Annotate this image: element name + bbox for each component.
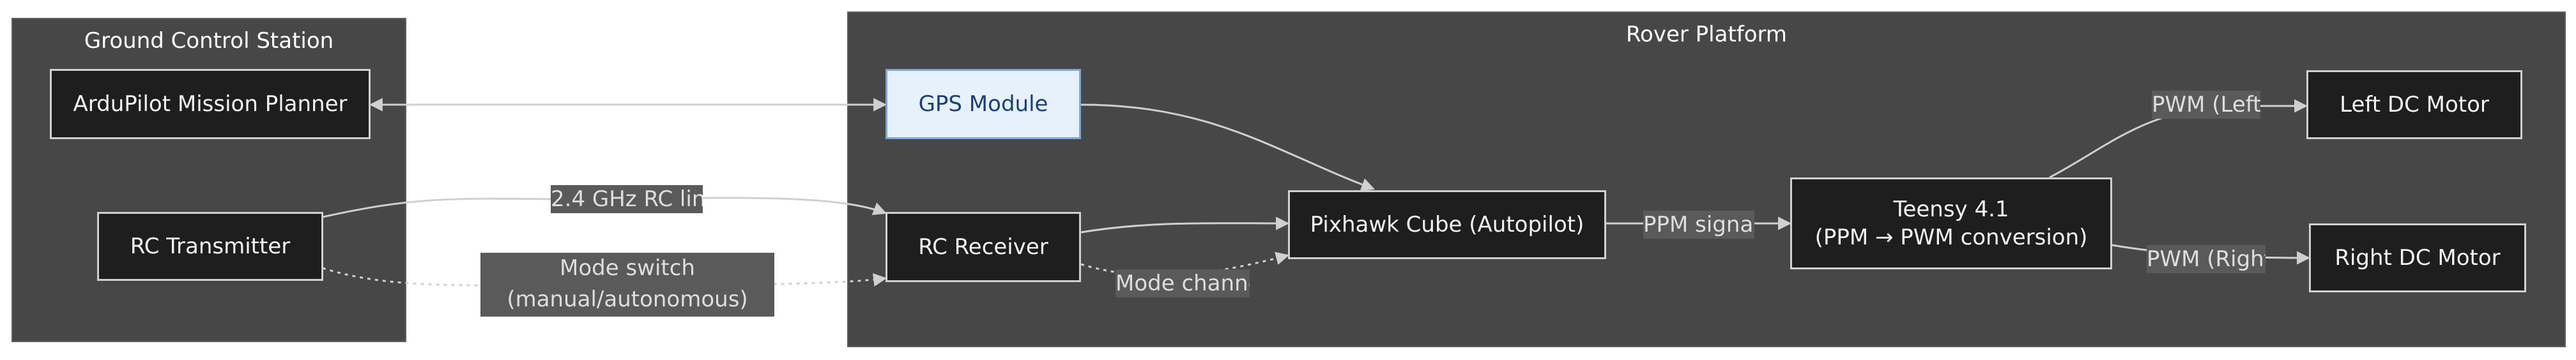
- edge-label-mode-switch: Mode switch (manual/autonomous): [480, 253, 774, 317]
- edge-label-pwm-left: PWM (Left: [2152, 91, 2260, 119]
- node-teensy[interactable]: Teensy 4.1 (PPM → PWM conversion): [1790, 177, 2112, 269]
- node-mission-planner-label: ArduPilot Mission Planner: [73, 91, 348, 117]
- edge-receiver-pixhawk: [1080, 216, 1290, 234]
- node-gps-module[interactable]: GPS Module: [885, 69, 1081, 139]
- edge-label-ppm-signal: PPM signal: [1643, 211, 1754, 239]
- edge-label-pwm-right: PWM (Right: [2147, 245, 2266, 273]
- node-teensy-label-line2: (PPM → PWM conversion): [1814, 225, 2088, 250]
- rover-platform-cluster: Rover Platform: [847, 11, 2566, 347]
- node-pixhawk[interactable]: Pixhawk Cube (Autopilot): [1288, 190, 1606, 259]
- node-rc-receiver[interactable]: RC Receiver: [885, 212, 1081, 282]
- ground-control-station-title: Ground Control Station: [84, 28, 334, 54]
- node-gps-module-label: GPS Module: [918, 91, 1048, 117]
- node-teensy-label-line1: Teensy 4.1: [1893, 196, 2009, 222]
- node-mission-planner[interactable]: ArduPilot Mission Planner: [50, 69, 371, 139]
- node-pixhawk-label: Pixhawk Cube (Autopilot): [1310, 211, 1584, 237]
- node-rc-transmitter-label: RC Transmitter: [130, 233, 291, 259]
- node-rc-receiver-label: RC Receiver: [918, 234, 1048, 260]
- edge-label-rc-link: 2.4 GHz RC lin: [551, 185, 703, 213]
- node-right-motor-label: Right DC Motor: [2334, 244, 2501, 271]
- node-left-motor-label: Left DC Motor: [2340, 91, 2489, 117]
- node-left-motor[interactable]: Left DC Motor: [2306, 70, 2522, 139]
- node-right-motor[interactable]: Right DC Motor: [2309, 223, 2526, 292]
- rover-platform-title: Rover Platform: [1625, 22, 1788, 47]
- edge-gps-pixhawk: [1080, 103, 1375, 191]
- edge-label-mode-channel: Mode channe: [1116, 269, 1250, 297]
- node-rc-transmitter[interactable]: RC Transmitter: [97, 212, 323, 281]
